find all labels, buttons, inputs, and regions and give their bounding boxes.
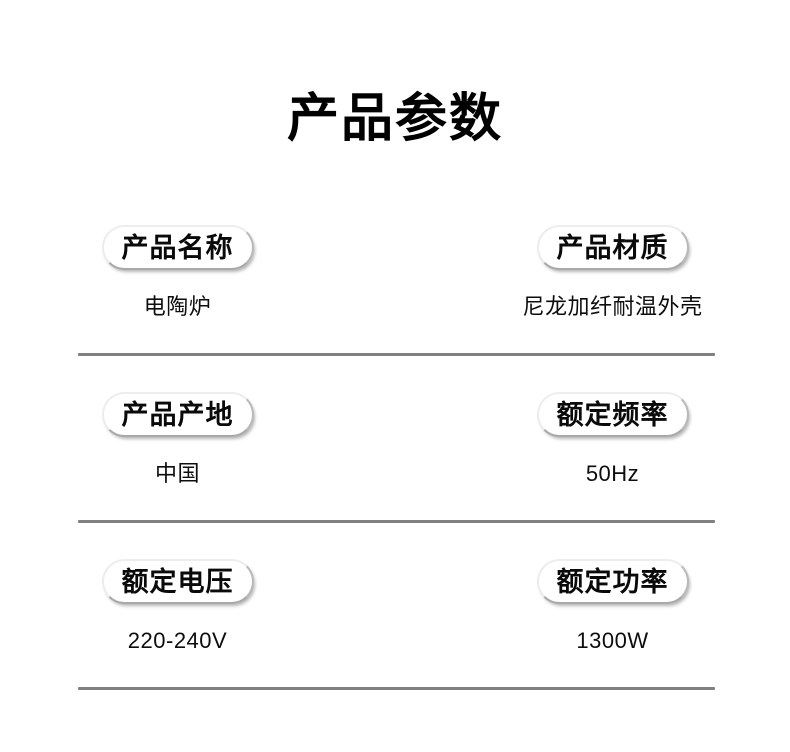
spec-label-pill: 额定电压: [101, 559, 254, 604]
spec-cell: 额定频率 50Hz: [413, 392, 790, 559]
spec-label-pill: 额定频率: [536, 392, 689, 437]
spec-row: 产品产地 中国 额定频率 50Hz: [0, 392, 790, 559]
spec-row: 额定电压 220-240V 额定功率 1300W: [0, 559, 790, 726]
spec-label-text: 产品材质: [556, 232, 669, 263]
spec-value-text: 电陶炉: [143, 294, 212, 319]
spec-label-pill: 产品名称: [101, 225, 254, 270]
row-divider: [78, 353, 715, 356]
row-divider: [78, 520, 715, 523]
spec-value-text: 尼龙加纤耐温外壳: [522, 294, 703, 319]
spec-cell: 产品材质 尼龙加纤耐温外壳: [413, 225, 790, 392]
spec-row: 产品名称 电陶炉 产品材质 尼龙加纤耐温外壳: [0, 225, 790, 392]
spec-cell: 产品产地 中国: [0, 392, 413, 559]
page-title: 产品参数: [286, 90, 503, 148]
spec-label-text: 额定频率: [556, 399, 669, 430]
spec-table: 产品名称 电陶炉 产品材质 尼龙加纤耐温外壳 产品产地: [0, 225, 790, 726]
spec-value-text: 220-240V: [127, 628, 228, 653]
spec-label-pill: 产品材质: [536, 225, 689, 270]
spec-value-text: 中国: [154, 461, 200, 486]
spec-label-pill: 产品产地: [101, 392, 254, 437]
spec-value-text: 1300W: [576, 628, 649, 653]
spec-label-text: 额定电压: [121, 566, 234, 597]
spec-label-pill: 额定功率: [536, 559, 689, 604]
row-divider: [78, 687, 715, 690]
spec-cell: 产品名称 电陶炉: [0, 225, 413, 392]
spec-label-text: 产品名称: [121, 232, 234, 263]
spec-cell: 额定电压 220-240V: [0, 559, 413, 726]
spec-label-text: 额定功率: [556, 566, 669, 597]
spec-value-text: 50Hz: [585, 461, 640, 486]
spec-label-text: 产品产地: [121, 399, 234, 430]
spec-cell: 额定功率 1300W: [413, 559, 790, 726]
